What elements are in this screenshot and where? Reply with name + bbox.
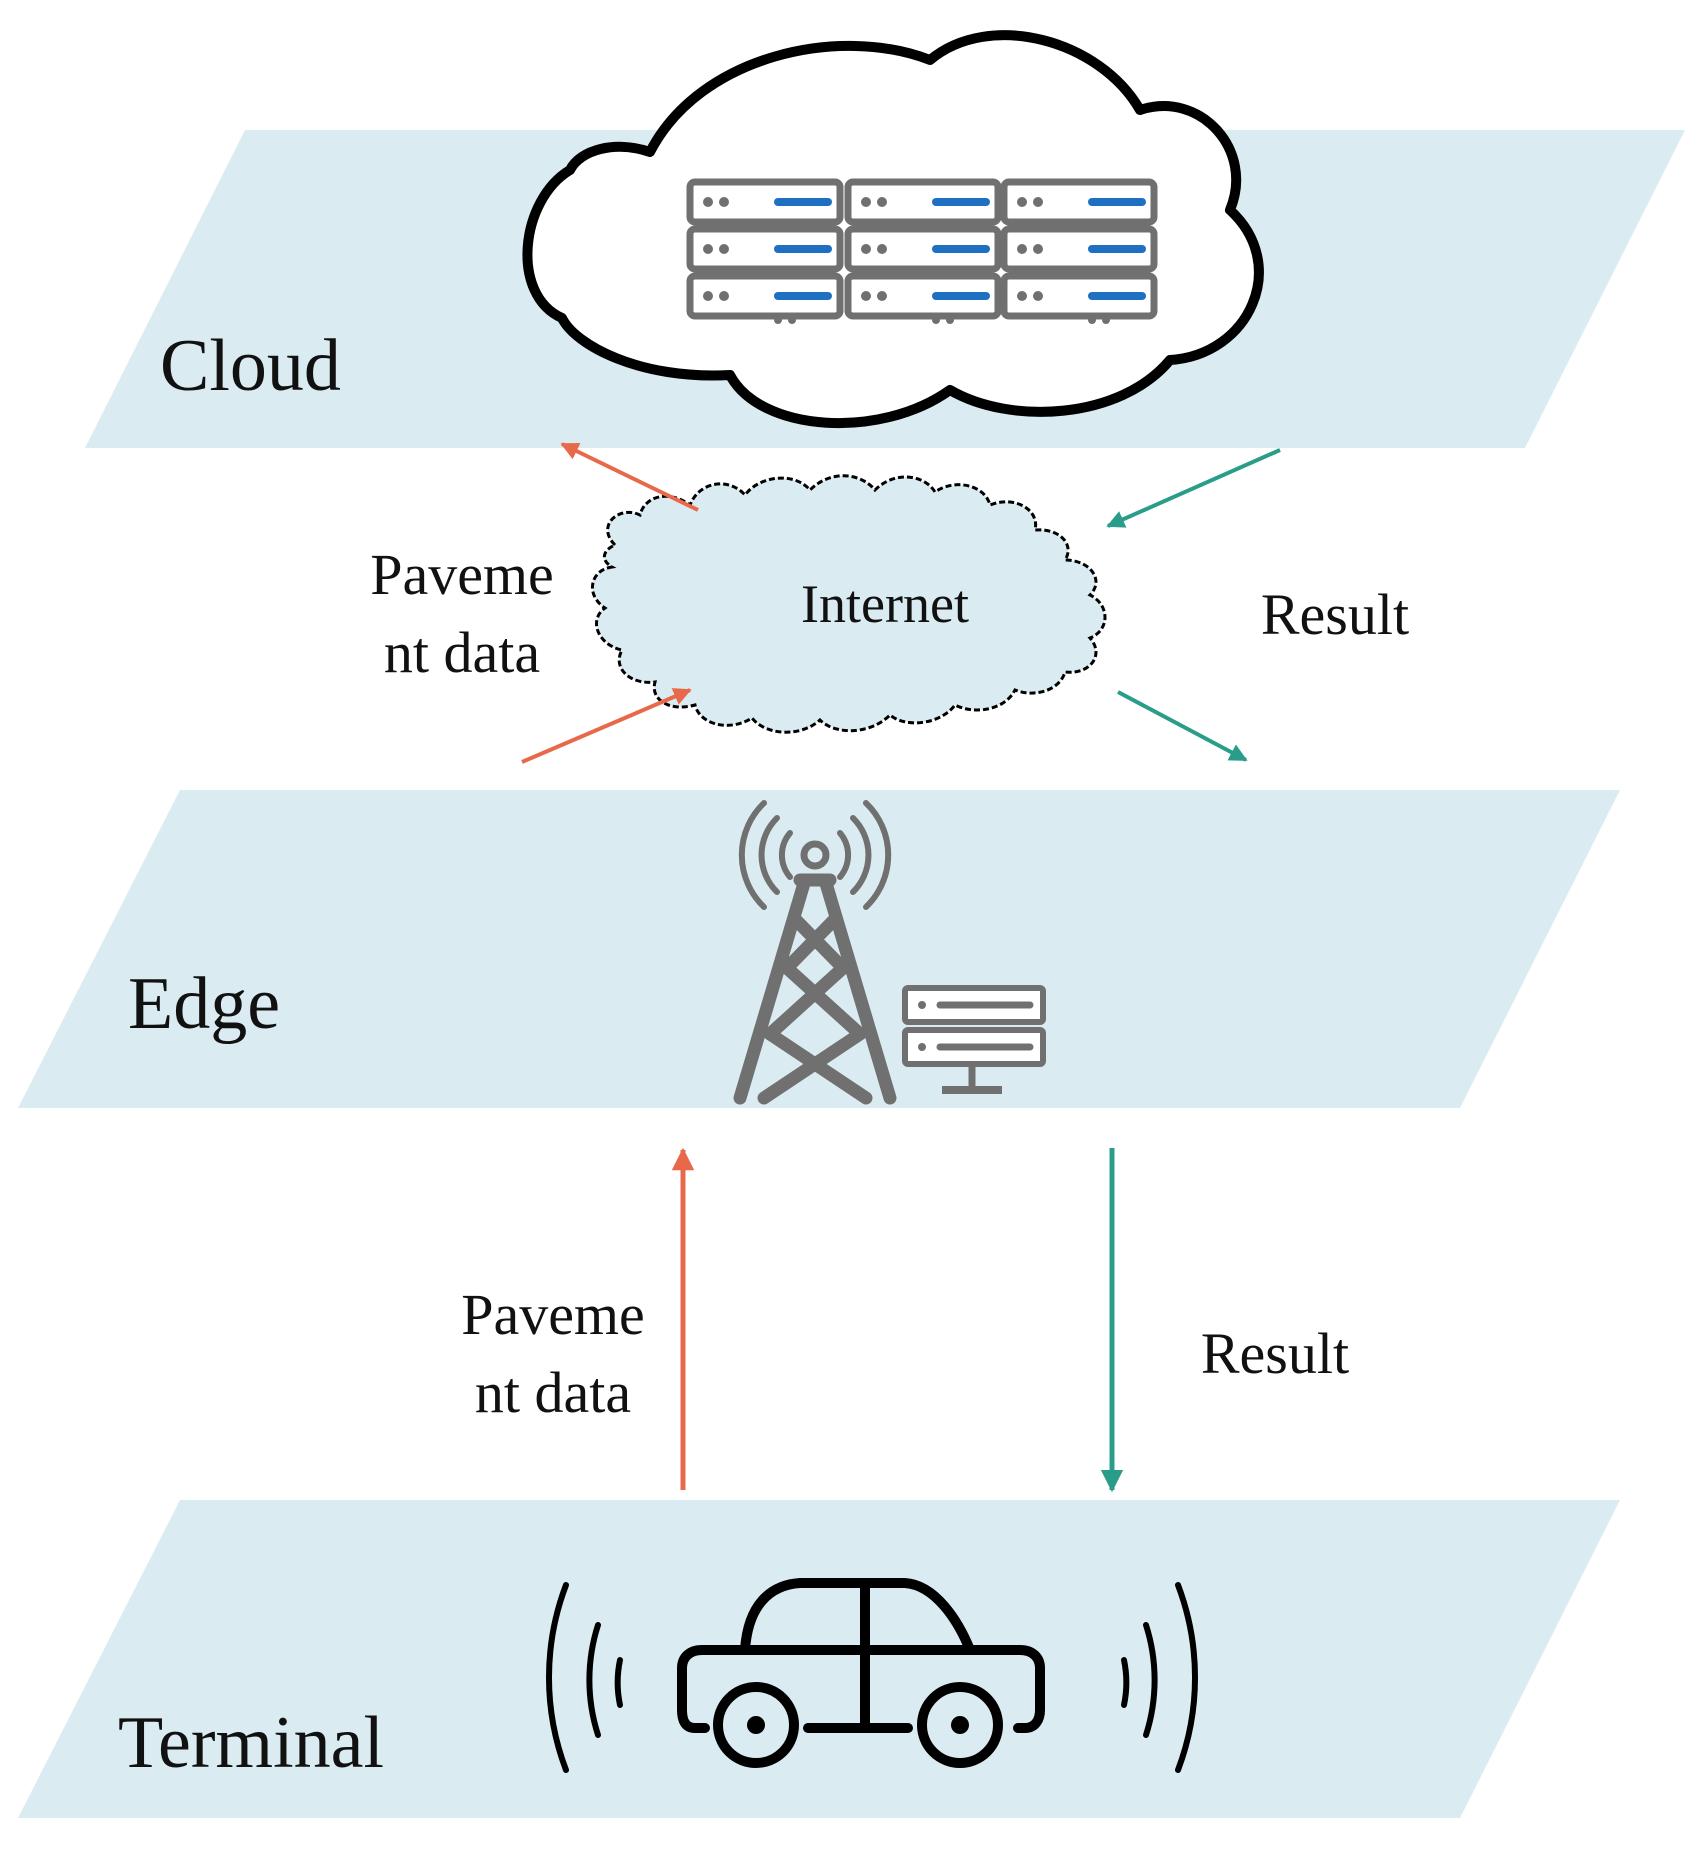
edge-layer-label: Edge xyxy=(128,963,280,1045)
car-signal-icon xyxy=(546,1578,1198,1773)
server-rack-icon xyxy=(690,182,1154,324)
left-signal-waves-icon xyxy=(546,1582,623,1773)
edge-server-icon xyxy=(902,985,1046,1094)
result-arrow-cloud-to-internet xyxy=(1106,448,1281,528)
car-icon xyxy=(677,1578,1045,1768)
right-signal-waves-icon xyxy=(1121,1582,1198,1773)
internet-cloud-shape xyxy=(590,474,1107,734)
terminal-layer-label: Terminal xyxy=(118,1702,384,1784)
lower-data-label-line1: Paveme xyxy=(461,1282,645,1347)
upper-result-label: Result xyxy=(1261,582,1409,647)
internet-cloud-icon: Internet xyxy=(590,474,1107,734)
upper-data-label-line2: nt data xyxy=(384,620,540,685)
signal-waves-icon xyxy=(738,800,892,910)
cloud-server-rack-icon xyxy=(522,30,1264,428)
data-arrow-edge-to-internet xyxy=(521,688,692,764)
internet-label: Internet xyxy=(801,574,969,634)
data-arrow-internet-to-cloud xyxy=(560,442,699,512)
cloud-layer-label: Cloud xyxy=(160,325,341,407)
tower-icon xyxy=(733,873,897,1105)
result-arrow-internet-to-edge xyxy=(1117,690,1248,762)
upper-data-label-line1: Paveme xyxy=(370,542,554,607)
lower-result-label: Result xyxy=(1201,1321,1349,1386)
terminal-layer-plane xyxy=(18,1500,1620,1818)
lower-data-label-line2: nt data xyxy=(475,1360,631,1425)
cell-tower-server-icon xyxy=(733,800,1046,1105)
